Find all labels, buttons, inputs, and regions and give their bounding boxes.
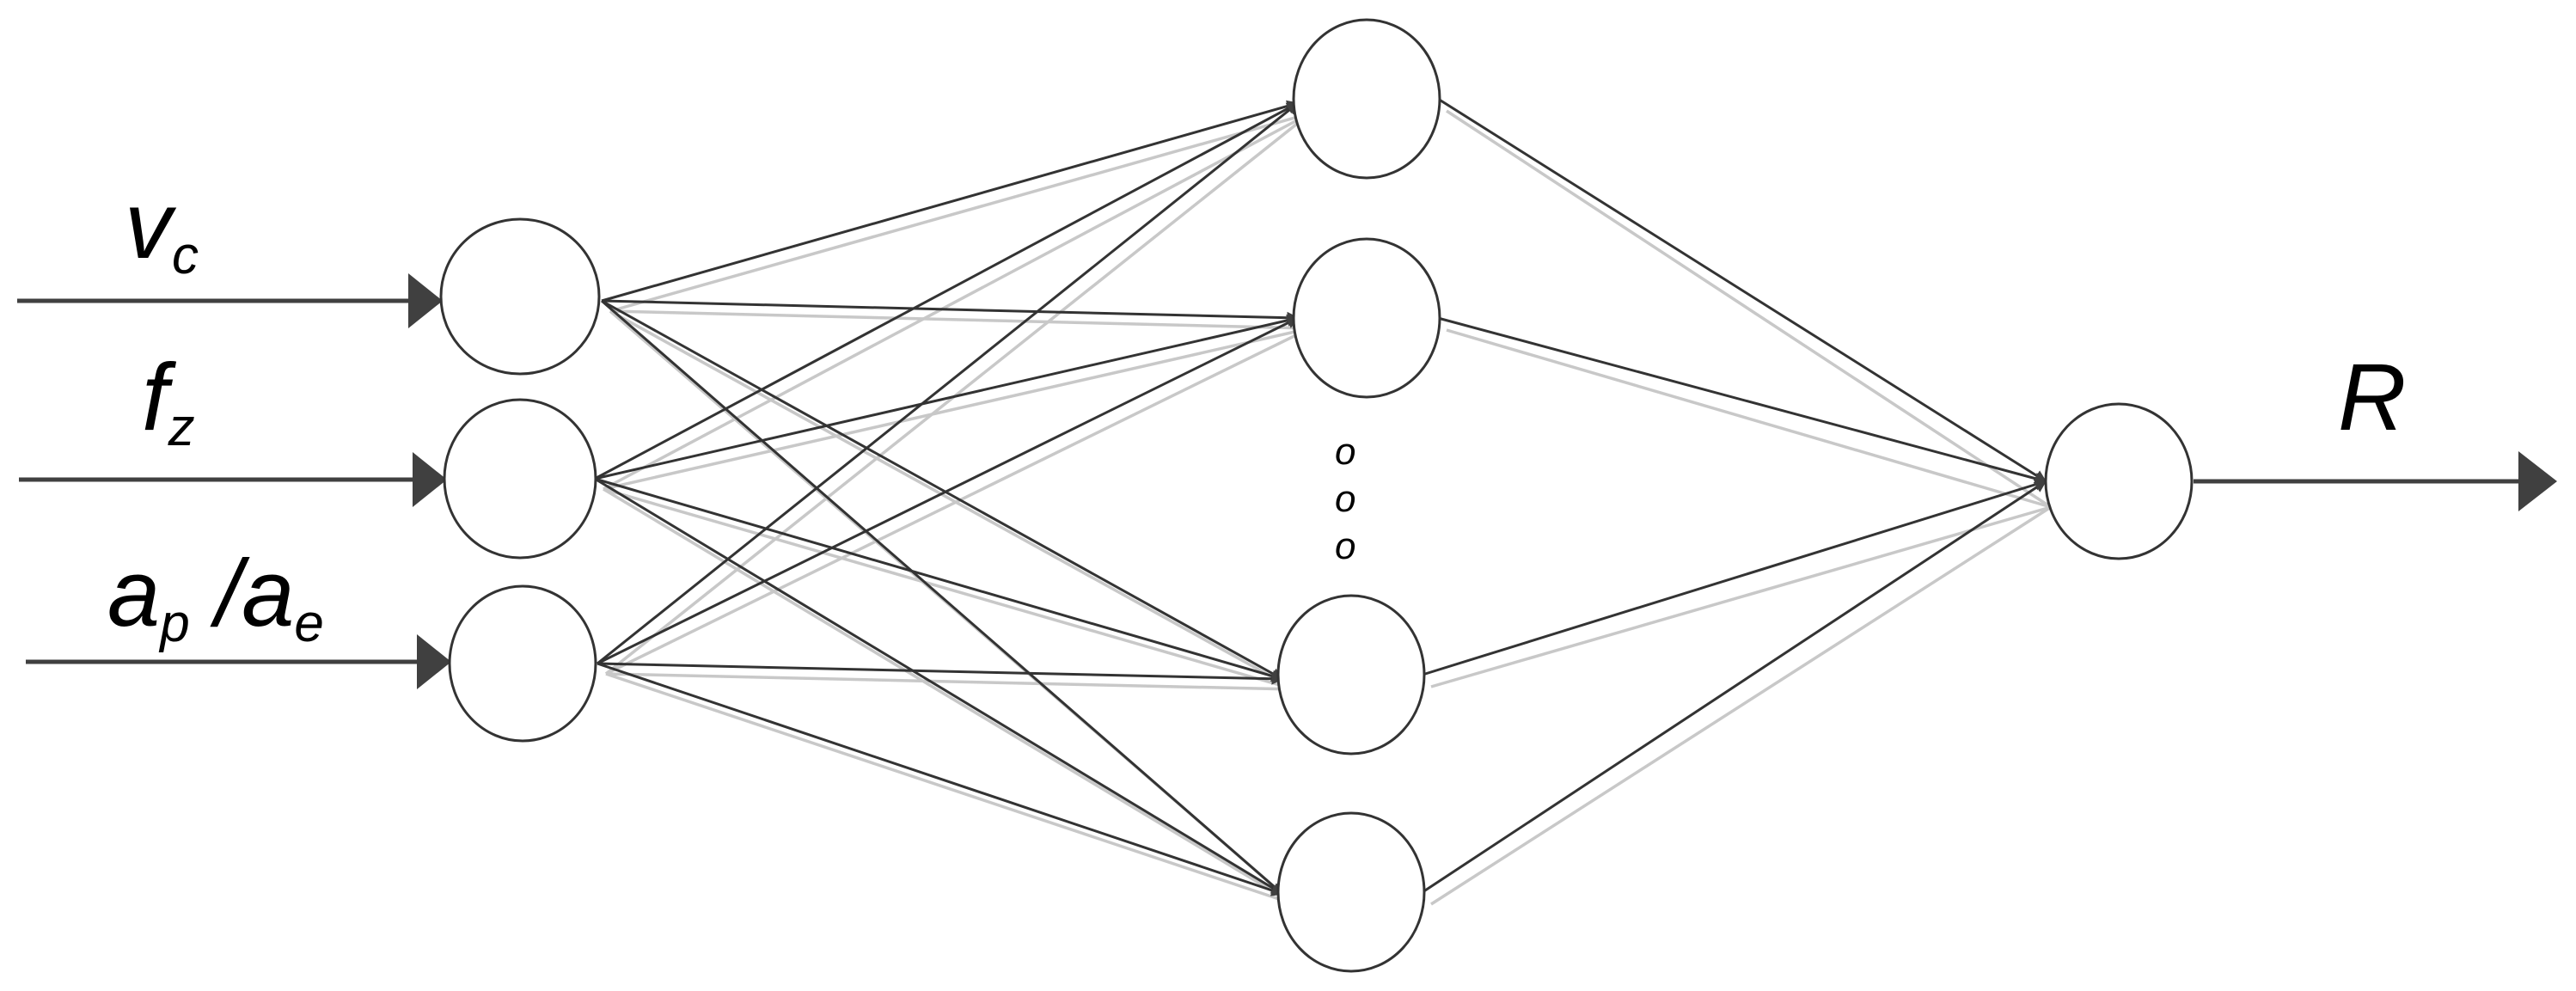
output-arrowhead — [2518, 451, 2557, 511]
hidden-node-2 — [1292, 237, 1441, 399]
ghost-edge-2-2 — [603, 327, 1311, 491]
ghost-edge-hidden-1-output — [1446, 109, 2052, 509]
edge-input-2-hidden-3 — [594, 477, 1284, 682]
ghost-edge-2-4 — [603, 487, 1295, 906]
edge-input-3-hidden-3 — [597, 662, 1284, 685]
input-node-2 — [443, 398, 597, 560]
edge-hidden-2-output — [1437, 316, 2047, 485]
hidden-node-3 — [1276, 594, 1426, 755]
edge-input-3-hidden-2 — [597, 316, 1300, 665]
edge-input-1-hidden-3 — [601, 299, 1284, 681]
ghost-edge-1-3 — [609, 309, 1295, 691]
input-node-1 — [439, 217, 601, 376]
ellipsis-dot-3: o — [1335, 525, 1355, 567]
ellipsis-dot-1: o — [1335, 431, 1355, 473]
hidden-layer — [1276, 18, 1441, 973]
ghost-edge-1-2 — [609, 309, 1311, 330]
input-label-ap-ae: ap/ae — [107, 541, 324, 653]
hidden-node-4 — [1276, 811, 1426, 973]
edge-input-3-hidden-1 — [597, 101, 1300, 665]
ghost-edge-hidden-2-output — [1446, 328, 2052, 509]
edge-input-1-hidden-4 — [601, 299, 1284, 896]
output-layer — [2044, 402, 2194, 560]
input-label-fz: fz — [142, 345, 195, 457]
hidden-ellipsis: o o o — [1335, 431, 1355, 567]
edge-input-3-hidden-4 — [597, 662, 1284, 896]
ghost-edge-1-1 — [609, 112, 1311, 313]
edge-hidden-4-output — [1422, 480, 2047, 894]
input-layer — [439, 217, 601, 743]
ghost-connections — [603, 109, 2052, 906]
ghost-edge-hidden-3-output — [1430, 505, 2052, 688]
input-arrows — [17, 273, 451, 689]
edge-input-2-hidden-2 — [594, 314, 1300, 480]
output-label-r: R — [2338, 345, 2406, 450]
ghost-edge-3-2 — [605, 327, 1311, 676]
edge-hidden-1-output — [1437, 97, 2047, 483]
output-arrow — [2194, 451, 2557, 511]
output-node — [2044, 402, 2194, 560]
input-arrowhead-3 — [417, 634, 451, 689]
ghost-edge-hidden-4-output — [1430, 505, 2052, 906]
hidden-node-1 — [1292, 18, 1441, 180]
connections — [594, 97, 2047, 896]
ghost-edge-3-3 — [605, 672, 1295, 691]
ghost-edge-2-1 — [603, 112, 1311, 491]
ghost-edge-2-3 — [603, 487, 1295, 691]
input-arrowhead-1 — [408, 273, 443, 328]
ellipsis-dot-2: o — [1335, 478, 1355, 520]
edge-input-1-hidden-2 — [601, 299, 1300, 324]
edge-input-2-hidden-4 — [594, 477, 1284, 896]
ghost-edge-3-4 — [605, 672, 1295, 906]
ghost-edge-3-1 — [604, 112, 1312, 676]
input-arrowhead-2 — [413, 452, 447, 507]
edge-hidden-3-output — [1422, 479, 2047, 676]
input-node-3 — [448, 584, 597, 743]
edge-input-1-hidden-1 — [601, 100, 1300, 303]
edge-input-2-hidden-1 — [594, 101, 1300, 480]
input-label-vc: vc — [125, 173, 199, 285]
